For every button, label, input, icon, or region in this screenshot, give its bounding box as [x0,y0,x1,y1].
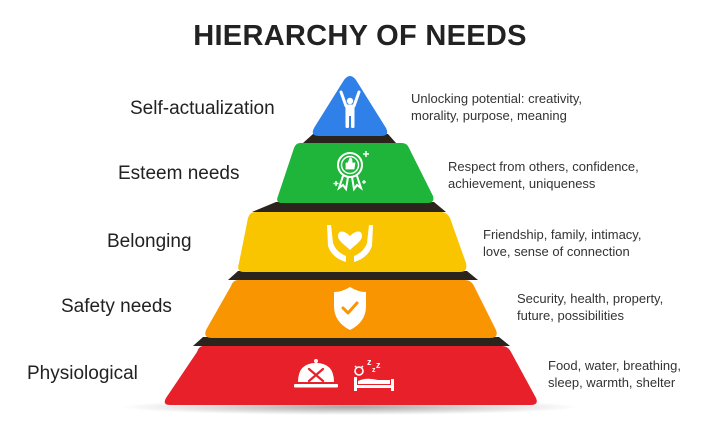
level-label-self-actualization: Self-actualization [130,98,275,119]
food-cloche-and-bed-icon: z z z [294,357,394,391]
description-line: love, sense of connection [483,244,630,259]
level-description-belonging: Friendship, family, intimacy, love, sens… [483,226,641,260]
level-label-physiological: Physiological [27,363,138,384]
description-line: future, possibilities [517,308,624,323]
shield-check-icon [334,287,366,330]
award-badge-thumbs-up-icon [333,151,369,192]
tier-safety [205,280,497,338]
description-line: achievement, uniqueness [448,176,596,191]
description-line: Security, health, property, [517,291,664,306]
person-arms-raised-icon [339,90,361,128]
description-line: Respect from others, confidence, [448,159,639,174]
description-line: sleep, warmth, shelter [548,375,676,390]
description-line: Friendship, family, intimacy, [483,227,642,242]
separator-band [303,134,396,143]
svg-text:z: z [372,367,376,374]
level-label-esteem: Esteem needs [118,163,240,184]
separator-band [193,337,510,346]
tier-self-actualization [312,76,388,136]
tier-physiological: z z z [164,346,537,405]
level-description-self-actualization: Unlocking potential: creativity, moralit… [411,90,582,124]
hands-holding-heart-icon [327,225,373,262]
description-line: Food, water, breathing, [548,358,681,373]
description-line: Unlocking potential: creativity, [411,91,583,106]
page-title: HIERARCHY OF NEEDS [193,20,527,52]
description-line: morality, purpose, meaning [411,108,567,123]
level-description-physiological: Food, water, breathing, sleep, warmth, s… [548,357,681,391]
svg-text:z: z [367,357,372,367]
level-label-safety: Safety needs [61,296,172,317]
separator-band [228,271,478,280]
tier-esteem [277,143,434,203]
svg-text:z: z [376,360,381,370]
level-label-belonging: Belonging [107,231,192,252]
tier-belonging [238,212,467,272]
separator-band [252,202,446,212]
level-description-safety: Security, health, property, future, poss… [517,290,663,324]
level-description-esteem: Respect from others, confidence, achieve… [448,158,639,192]
